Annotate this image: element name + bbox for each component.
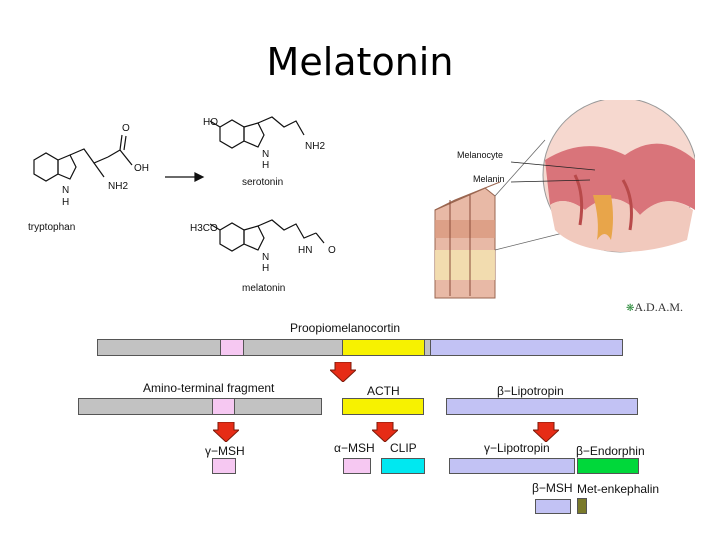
tryptophan-benzene-ring [33, 152, 59, 182]
melatonin-n: N [262, 252, 269, 263]
adam-logo: ❋A.D.A.M. [626, 300, 683, 315]
clip-label: CLIP [390, 441, 417, 455]
cleavage-arrow-4 [533, 422, 559, 442]
tryptophan-h: H [62, 197, 69, 208]
tryptophan-pyrrole-ring [57, 154, 77, 180]
adam-logo-text: A.D.A.M. [634, 300, 684, 314]
melatonin-h: H [262, 263, 269, 274]
met-enkephalin-bar [577, 498, 587, 514]
slide-title: Melatonin [266, 40, 454, 84]
serotonin-ho: HO [203, 117, 218, 128]
cleavage-arrow-2 [213, 422, 239, 442]
skin-melanocyte-illustration: Melanocyte Melanin [434, 100, 695, 299]
beta-lipotropin-label: β−Lipotropin [497, 384, 564, 398]
cleavage-arrow-1 [330, 362, 356, 382]
beta-msh-bar [535, 499, 571, 514]
beta-endorphin-label: β−Endorphin [576, 444, 645, 458]
chemical-structures-diagram: N H NH2 O OH tryptophan HO N H NH2 serot… [28, 116, 336, 294]
tryptophan-o: O [122, 123, 130, 134]
beta-endorphin-bar [577, 458, 639, 474]
serotonin-n: N [262, 149, 269, 160]
melatonin-h3co: H3CO [190, 223, 218, 234]
tryptophan-n: N [62, 185, 69, 196]
met-enkephalin-label: Met-enkephalin [577, 482, 660, 496]
gamma-lipotropin-label: γ−Lipotropin [484, 441, 550, 455]
gamma-msh-bar [212, 458, 236, 474]
proopiomelanocortin-label: Proopiomelanocortin [290, 321, 401, 335]
melanin-label: Melanin [473, 174, 505, 184]
alpha-msh-label: α−MSH [334, 441, 375, 455]
amino-terminal-fragment-bar [78, 398, 322, 415]
melatonin-label: melatonin [242, 283, 285, 294]
gamma-lipotropin-bar [449, 458, 575, 474]
pomc-beta-lipotropin-segment [430, 339, 623, 356]
amino-terminal-fragment-label: Amino-terminal fragment [143, 381, 275, 395]
tryptophan-label: tryptophan [28, 222, 75, 233]
beta-lipotropin-bar [446, 398, 638, 415]
pomc-gamma-msh-segment [220, 339, 244, 356]
acth-bar [342, 398, 424, 415]
pomc-acth-segment [342, 339, 425, 356]
clip-bar [381, 458, 425, 474]
tryptophan-nh2: NH2 [108, 181, 128, 192]
amino-terminal-gamma-msh-segment [212, 398, 235, 415]
tryptophan-oh: OH [134, 163, 149, 174]
melanocyte-label: Melanocyte [457, 150, 503, 160]
serotonin-label: serotonin [242, 177, 283, 188]
serotonin-nh2: NH2 [305, 141, 325, 152]
acth-label: ACTH [367, 384, 400, 398]
melatonin-o: O [328, 245, 336, 256]
adam-logo-icon: ❋ [626, 303, 635, 314]
gamma-msh-label: γ−MSH [205, 444, 245, 458]
serotonin-h: H [262, 160, 269, 171]
melatonin-hn: HN [298, 245, 312, 256]
alpha-msh-bar [343, 458, 371, 474]
beta-msh-label: β−MSH [532, 481, 573, 495]
tryptophan-side-chain [69, 148, 109, 164]
cleavage-arrow-3 [372, 422, 398, 442]
